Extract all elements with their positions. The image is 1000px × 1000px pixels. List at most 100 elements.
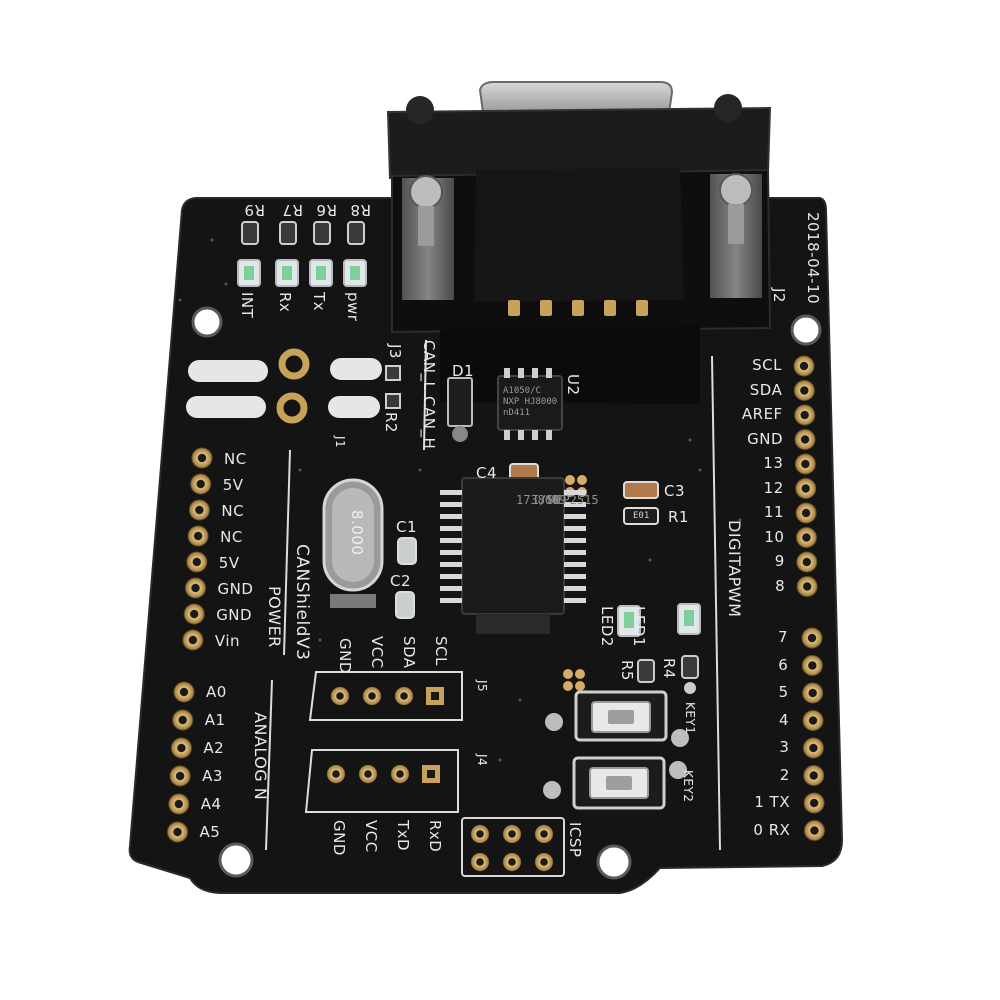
j5-pin-sda: SDA bbox=[400, 636, 418, 669]
power-label-1: 5V bbox=[222, 476, 244, 494]
diode-d1 bbox=[447, 377, 473, 442]
digital-upper-pin-4 bbox=[794, 453, 816, 475]
u2-marking-1: A1050/C bbox=[503, 386, 541, 396]
ref-key2: KEY2 bbox=[681, 770, 695, 803]
j5-pin-scl: SCL bbox=[432, 636, 450, 666]
mcp-marking-3: 1738609 bbox=[516, 493, 567, 507]
header-pin-icon bbox=[327, 765, 440, 783]
ref-key1: KEY1 bbox=[683, 702, 697, 735]
digital-upper-label-2: AREF bbox=[741, 405, 783, 423]
digital-upper-pin-8 bbox=[796, 551, 818, 573]
digital-upper-label-1: SDA bbox=[749, 380, 783, 399]
analog-pin-3 bbox=[169, 765, 191, 787]
digital-lower-label-2: 5 bbox=[778, 683, 789, 701]
j4-pin-gnd: GND bbox=[330, 820, 348, 856]
u2-marking-3: nD411 bbox=[503, 408, 531, 418]
j4-pin-vcc: VCC bbox=[362, 820, 380, 853]
digital-upper-label-6: 11 bbox=[764, 503, 785, 521]
ref-led1: LED1 bbox=[630, 606, 648, 647]
u2-marking-2: NXP HJ8000 bbox=[503, 397, 558, 407]
analog-pin-5 bbox=[167, 821, 188, 843]
led-label-rx: Rx bbox=[276, 292, 294, 313]
pushbutton-icon bbox=[543, 756, 687, 810]
digital-upper-label-3: GND bbox=[747, 429, 784, 448]
digital-upper-pin-0 bbox=[793, 355, 815, 377]
digital-upper-label-8: 9 bbox=[774, 552, 785, 570]
power-title: POWER bbox=[265, 586, 284, 648]
ref-c1: C1 bbox=[396, 518, 418, 536]
analog-pin-2 bbox=[170, 737, 192, 759]
analog-label-4: A4 bbox=[200, 795, 222, 813]
mounting-hole bbox=[218, 842, 254, 878]
analog-pin-1 bbox=[172, 709, 194, 731]
digital-upper-label-7: 10 bbox=[764, 527, 785, 546]
j5-ref: J5 bbox=[475, 680, 489, 693]
led-ref-r7: R7 bbox=[282, 201, 303, 219]
can-label-l: CAN_L bbox=[420, 340, 438, 391]
ref-r2: R2 bbox=[382, 412, 400, 433]
analog-header-pins bbox=[167, 681, 195, 843]
j4-pin-txd: TxD bbox=[394, 820, 412, 852]
digital-lower-label-6: 1 TX bbox=[754, 793, 791, 811]
digital-upper-pin-9 bbox=[796, 576, 818, 597]
crystal-icon bbox=[322, 478, 384, 608]
ref-r1: R1 bbox=[668, 508, 689, 526]
ic-chip-icon bbox=[440, 477, 586, 634]
power-label-3: NC bbox=[220, 528, 243, 546]
mounting-hole bbox=[596, 844, 632, 880]
led-ref-r6: R6 bbox=[316, 201, 337, 219]
digital-upper-label-4: 13 bbox=[763, 454, 784, 472]
digital-lower-label-3: 4 bbox=[779, 710, 790, 729]
digital-lower-pin-6 bbox=[803, 792, 825, 814]
digital-upper-pin-6 bbox=[795, 502, 817, 524]
icsp-label: ICSP bbox=[566, 822, 584, 858]
j5-pin-gnd: GND bbox=[336, 638, 354, 674]
power-label-5: GND bbox=[217, 580, 254, 598]
digital-lower-pin-0 bbox=[801, 627, 823, 649]
header-pin-icon bbox=[331, 687, 444, 705]
digital-lower-label-7: 0 RX bbox=[753, 820, 791, 839]
digital-lower-label-1: 6 bbox=[778, 655, 789, 674]
digital-lower-header-pins bbox=[801, 627, 825, 841]
analog-label-0: A0 bbox=[206, 683, 227, 701]
power-pin-1 bbox=[190, 473, 212, 495]
crystal-ref-j1: J1 bbox=[333, 436, 347, 449]
digital-upper-header-pins bbox=[793, 355, 818, 597]
can-label-h: CAN_H bbox=[420, 396, 438, 450]
board-date: 2018-04-10 bbox=[804, 212, 822, 305]
power-label-2: NC bbox=[221, 502, 245, 520]
power-pin-6 bbox=[183, 603, 205, 625]
board-name: CANShieldV3 bbox=[292, 544, 312, 661]
analog-title: ANALOG N bbox=[251, 712, 270, 801]
power-label-4: 5V bbox=[218, 554, 240, 572]
ref-c4: C4 bbox=[476, 464, 498, 482]
digital-upper-label-0: SCL bbox=[752, 356, 782, 374]
digital-lower-label-4: 3 bbox=[779, 738, 790, 756]
digital-upper-pin-7 bbox=[795, 527, 817, 548]
db9-connector-icon bbox=[386, 81, 772, 334]
analog-label-5: A5 bbox=[199, 823, 221, 841]
ref-led2: LED2 bbox=[598, 606, 616, 647]
led-ref-r8: R8 bbox=[350, 201, 371, 219]
ref-c3: C3 bbox=[664, 482, 686, 500]
power-label-0: NC bbox=[224, 450, 247, 468]
mcp-marking-2: I/SO bbox=[532, 493, 561, 507]
analog-label-3: A3 bbox=[202, 767, 223, 785]
digital-upper-label-9: 8 bbox=[775, 576, 786, 595]
digital-upper-pin-5 bbox=[795, 478, 817, 499]
led-ref-r9: R9 bbox=[244, 201, 265, 219]
analog-label-2: A2 bbox=[203, 739, 225, 757]
power-pin-5 bbox=[185, 577, 206, 599]
ref-u2: U2 bbox=[564, 374, 582, 396]
led-row bbox=[237, 221, 367, 287]
power-label-6: GND bbox=[216, 606, 253, 624]
power-pin-7 bbox=[182, 629, 204, 651]
power-pin-3 bbox=[187, 525, 209, 547]
digital-title: DIGITAPWM bbox=[725, 520, 744, 618]
digital-lower-pin-2 bbox=[802, 682, 824, 704]
digital-upper-label-5: 12 bbox=[763, 478, 784, 497]
led-label-pwr: pwr bbox=[344, 292, 362, 322]
j4-ref: J4 bbox=[475, 754, 489, 767]
